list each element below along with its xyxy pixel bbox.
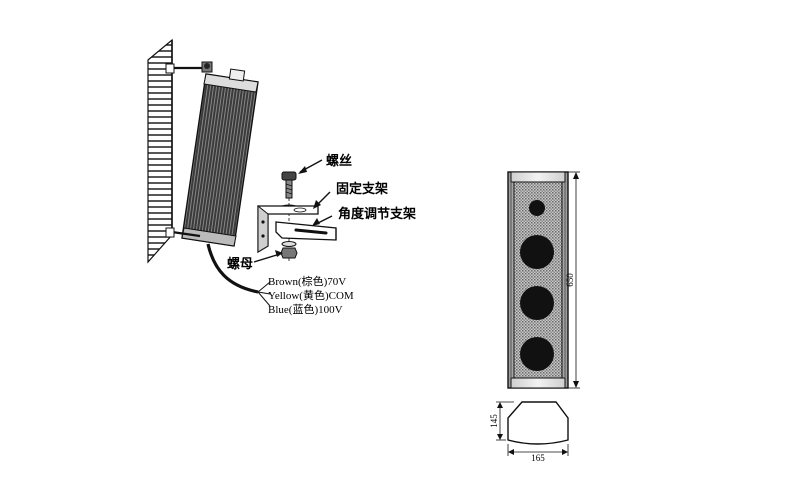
height-dimension-line xyxy=(568,171,580,389)
screw-arrow xyxy=(298,159,323,174)
wire-label-yellow: Yellow(黄色)COM xyxy=(268,288,354,302)
width-dimension-label: 165 xyxy=(531,453,545,463)
bottom-wall-bracket xyxy=(165,227,201,238)
depth-dimension-label: 145 xyxy=(489,414,499,428)
depth-dimension-line xyxy=(496,401,514,441)
speaker-top-view xyxy=(507,401,569,445)
fixed-bracket-arrow xyxy=(313,191,331,209)
woofer-driver-3 xyxy=(520,337,554,371)
label-nut: 螺母 xyxy=(227,256,253,272)
tweeter-driver xyxy=(529,200,545,216)
wire-label-blue: Blue(蓝色)100V xyxy=(268,302,343,316)
speaker-cable xyxy=(206,243,271,307)
adjust-bracket-arrow xyxy=(312,215,333,226)
nut-part xyxy=(280,241,298,259)
width-dimension-line xyxy=(507,444,569,456)
label-screw: 螺丝 xyxy=(326,153,352,169)
label-fixed-bracket: 固定支架 xyxy=(336,181,388,197)
woofer-driver-2 xyxy=(520,286,554,320)
wire-label-brown: Brown(棕色)70V xyxy=(268,274,346,288)
height-dimension-label: 650 xyxy=(565,273,575,287)
speaker-column-side xyxy=(181,68,259,247)
nut-arrow xyxy=(253,250,283,263)
top-wall-bracket xyxy=(165,61,213,74)
label-adjust-bracket: 角度调节支架 xyxy=(338,206,416,222)
adjust-bracket-part xyxy=(275,221,337,241)
woofer-driver-1 xyxy=(520,235,554,269)
